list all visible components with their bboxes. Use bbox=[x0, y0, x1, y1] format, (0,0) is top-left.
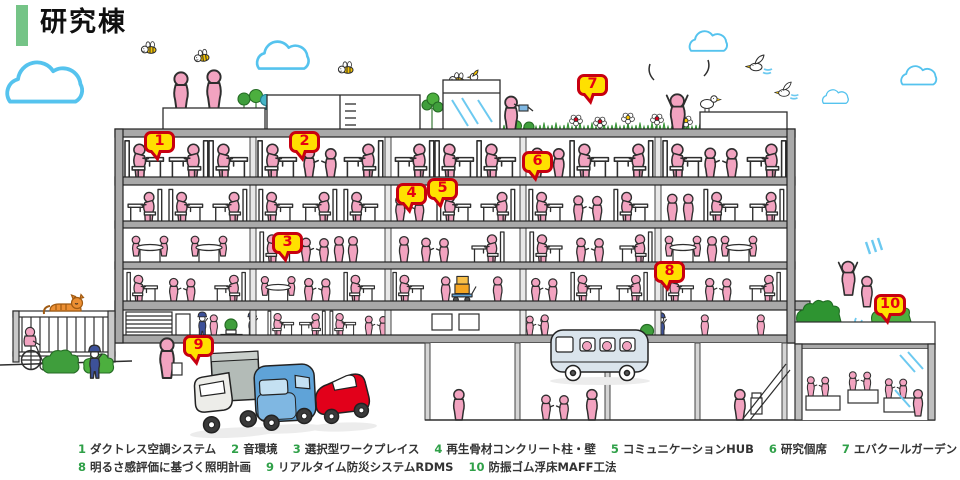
legend-number: 1 bbox=[78, 442, 87, 456]
cheering-person bbox=[648, 59, 710, 133]
main-building bbox=[114, 128, 811, 344]
legend-label: 選択型ワークプレイス bbox=[304, 442, 420, 456]
red-car bbox=[308, 373, 377, 432]
legend-label: コミュニケーションHUB bbox=[622, 442, 754, 456]
legend-number: 8 bbox=[78, 460, 87, 474]
gate-area bbox=[0, 293, 183, 379]
legend-number: 6 bbox=[768, 442, 777, 456]
lobby-stair bbox=[741, 363, 791, 421]
legend-label: エバクールガーデン bbox=[853, 442, 958, 456]
callout-2: 2 bbox=[289, 131, 320, 162]
service-door bbox=[175, 313, 191, 337]
building-left-wall bbox=[114, 128, 124, 344]
legend-number: 10 bbox=[468, 460, 485, 474]
legend-label: 研究個席 bbox=[780, 442, 827, 456]
title-accent-bar bbox=[16, 5, 28, 46]
glass-structure bbox=[442, 79, 501, 134]
walking-visitor bbox=[159, 337, 183, 379]
callout-3-number: 3 bbox=[282, 234, 293, 250]
annex-room bbox=[800, 349, 928, 420]
cat bbox=[42, 293, 85, 315]
annex-wing bbox=[794, 237, 936, 421]
callout-1-number: 1 bbox=[154, 133, 165, 149]
callout-9-number: 9 bbox=[193, 337, 204, 353]
bird-on-roof-icon bbox=[700, 95, 723, 112]
rooftop-people-left bbox=[173, 69, 222, 113]
callout-10: 10 bbox=[874, 294, 907, 325]
penthouse bbox=[266, 94, 421, 134]
building-right-wall bbox=[786, 128, 796, 344]
callout-8: 8 bbox=[654, 261, 685, 292]
callout-7-number: 7 bbox=[587, 76, 598, 92]
callout-6-number: 6 bbox=[532, 153, 543, 169]
callout-5-number: 5 bbox=[437, 180, 448, 196]
rooftop-trees bbox=[237, 88, 273, 110]
legend-label: ダクトレス空調システム bbox=[90, 442, 217, 456]
van bbox=[251, 363, 324, 434]
annex-planter bbox=[794, 321, 936, 345]
page-header: 研究棟 bbox=[16, 5, 127, 46]
callout-2-number: 2 bbox=[299, 133, 310, 149]
floor-1-ground bbox=[125, 310, 765, 343]
page-title: 研究棟 bbox=[40, 7, 127, 38]
legend-number: 2 bbox=[231, 442, 240, 456]
callout-3: 3 bbox=[272, 232, 303, 263]
legend-label: 防振ゴム浮床MAFF工法 bbox=[488, 460, 617, 474]
bird-icon bbox=[466, 54, 800, 100]
annex-jumpers bbox=[837, 237, 884, 308]
legend-number: 3 bbox=[292, 442, 301, 456]
roof-tree bbox=[421, 92, 444, 133]
legend-number: 9 bbox=[266, 460, 275, 474]
callout-4: 4 bbox=[396, 183, 427, 214]
parking-vehicles bbox=[190, 350, 377, 439]
wheelchair-user bbox=[20, 326, 49, 371]
callout-10-number: 10 bbox=[880, 296, 901, 312]
legend-label: 音環境 bbox=[243, 442, 278, 456]
sky bbox=[5, 30, 938, 104]
shuttle-bus bbox=[550, 329, 650, 385]
callout-8-number: 8 bbox=[664, 263, 675, 279]
callout-4-number: 4 bbox=[406, 185, 417, 201]
legend-number: 7 bbox=[841, 442, 850, 456]
legend-label: リアルタイム防災システムRDMS bbox=[278, 460, 454, 474]
callout-1: 1 bbox=[144, 131, 175, 162]
legend-label: 明るさ感評価に基づく照明計画 bbox=[90, 460, 252, 474]
rooftop bbox=[162, 59, 788, 136]
truck bbox=[190, 350, 278, 439]
legend-number: 5 bbox=[610, 442, 619, 456]
callout-9: 9 bbox=[183, 335, 214, 366]
callout-5: 5 bbox=[427, 178, 458, 209]
legend-label: 再生骨材コンクリート柱・壁 bbox=[446, 442, 596, 456]
legend-number: 4 bbox=[434, 442, 443, 456]
callout-7: 7 bbox=[577, 74, 608, 105]
watering-person bbox=[504, 95, 534, 134]
callout-6: 6 bbox=[522, 151, 553, 182]
